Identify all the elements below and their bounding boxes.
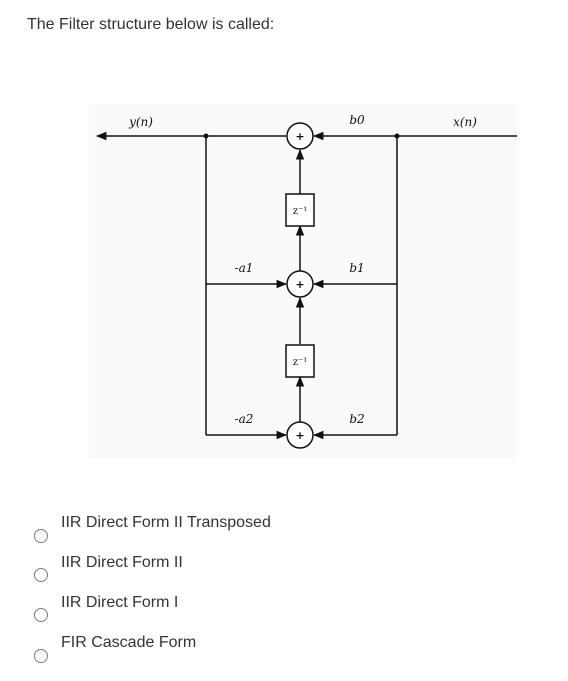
delay-block-2: z⁻¹ — [285, 344, 315, 378]
coef-b2: b2 — [349, 412, 364, 426]
delay-2-label: z⁻¹ — [293, 357, 308, 368]
radio-button[interactable] — [34, 568, 48, 582]
adder-1-symbol: + — [295, 278, 304, 291]
adder-node-1: + — [286, 270, 314, 298]
question-text: The Filter structure below is called: — [27, 16, 275, 33]
adder-node-2: + — [286, 421, 314, 449]
option-label: IIR Direct Form II Transposed — [61, 514, 271, 531]
radio-button[interactable] — [34, 608, 48, 622]
output-label: y(n) — [128, 115, 153, 129]
option-label: FIR Cascade Form — [61, 634, 197, 651]
adder-2-symbol: + — [295, 429, 304, 442]
option-label: IIR Direct Form I — [61, 594, 179, 611]
input-bus — [312, 136, 398, 440]
option-iir-direct-form-i[interactable]: IIR Direct Form I — [34, 594, 434, 624]
filter-structure-diagram: + + + z⁻¹ z⁻¹ y(n) x(n) b0 — [89, 104, 517, 458]
coef-b0: b0 — [349, 113, 365, 127]
option-iir-direct-form-ii-transposed[interactable]: IIR Direct Form II Transposed — [34, 514, 434, 544]
adder-node-0: + — [286, 122, 314, 150]
coef-neg-a1: -a1 — [235, 261, 254, 275]
adder-0-symbol: + — [295, 130, 304, 143]
radio-button[interactable] — [34, 529, 48, 543]
option-label: IIR Direct Form II — [61, 554, 183, 571]
option-iir-direct-form-ii[interactable]: IIR Direct Form II — [34, 554, 434, 584]
option-fir-cascade-form[interactable]: FIR Cascade Form — [34, 634, 434, 664]
delay-1-label: z⁻¹ — [293, 206, 308, 217]
input-label: x(n) — [453, 115, 477, 129]
feedback-bus — [205, 136, 288, 440]
coef-b1: b1 — [349, 261, 364, 275]
coef-neg-a2: -a2 — [235, 412, 254, 426]
delay-block-1: z⁻¹ — [285, 193, 315, 227]
top-signal-line — [95, 131, 517, 141]
radio-button[interactable] — [34, 649, 48, 663]
